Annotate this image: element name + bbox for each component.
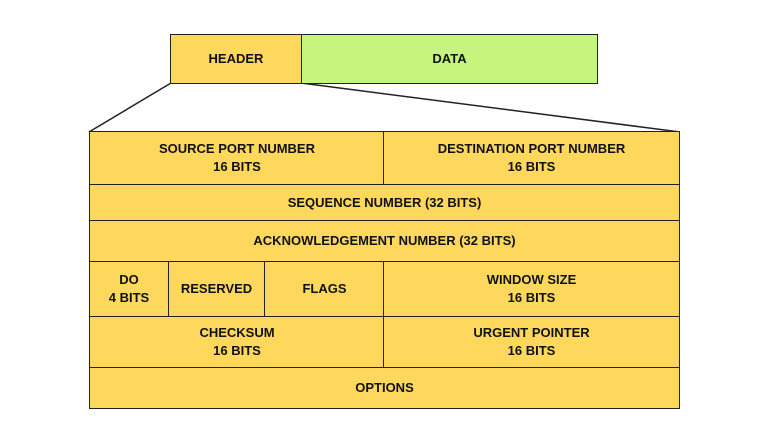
window-size-cell: WINDOW SIZE 16 BITS [383,261,680,317]
acknowledgement-number-cell: ACKNOWLEDGEMENT NUMBER (32 BITS) [89,220,680,262]
urgent-pointer-cell: URGENT POINTER 16 BITS [383,316,680,368]
data-offset-label: DO [119,272,139,287]
source-port-size: 16 BITS [213,159,261,174]
urgent-pointer-size: 16 BITS [507,343,556,358]
acknowledgement-number-label: ACKNOWLEDGEMENT NUMBER (32 BITS) [253,233,516,248]
header-segment: HEADER [170,34,302,84]
reserved-cell: RESERVED [168,261,265,317]
data-segment-label: DATA [432,51,467,66]
sequence-number-label: SEQUENCE NUMBER (32 BITS) [287,194,482,210]
source-port-cell: SOURCE PORT NUMBER 16 BITS [89,131,385,185]
reserved-label: RESERVED [180,281,253,296]
window-size-label: WINDOW SIZE [486,272,577,287]
expansion-line-right [300,82,681,133]
destination-port-label: DESTINATION PORT NUMBER [437,141,626,156]
flags-label: FLAGS [302,281,347,296]
data-segment: DATA [301,34,598,84]
sequence-number-cell: SEQUENCE NUMBER (32 BITS) [89,184,680,221]
urgent-pointer-label: URGENT POINTER [473,325,590,340]
flags-cell: FLAGS [264,261,385,317]
window-size-size: 16 BITS [507,290,556,305]
options-label: OPTIONS [355,380,414,395]
checksum-cell: CHECKSUM 16 BITS [89,316,385,368]
destination-port-cell: DESTINATION PORT NUMBER 16 BITS [383,131,680,185]
expansion-line-left [88,82,172,133]
header-segment-label: HEADER [208,51,264,66]
source-port-label: SOURCE PORT NUMBER [158,141,315,156]
data-offset-size: 4 BITS [108,290,150,305]
data-offset-cell: DO 4 BITS [89,261,169,317]
options-cell: OPTIONS [89,367,680,409]
checksum-label: CHECKSUM [199,325,275,340]
checksum-size: 16 BITS [213,343,261,358]
destination-port-size: 16 BITS [507,159,556,174]
